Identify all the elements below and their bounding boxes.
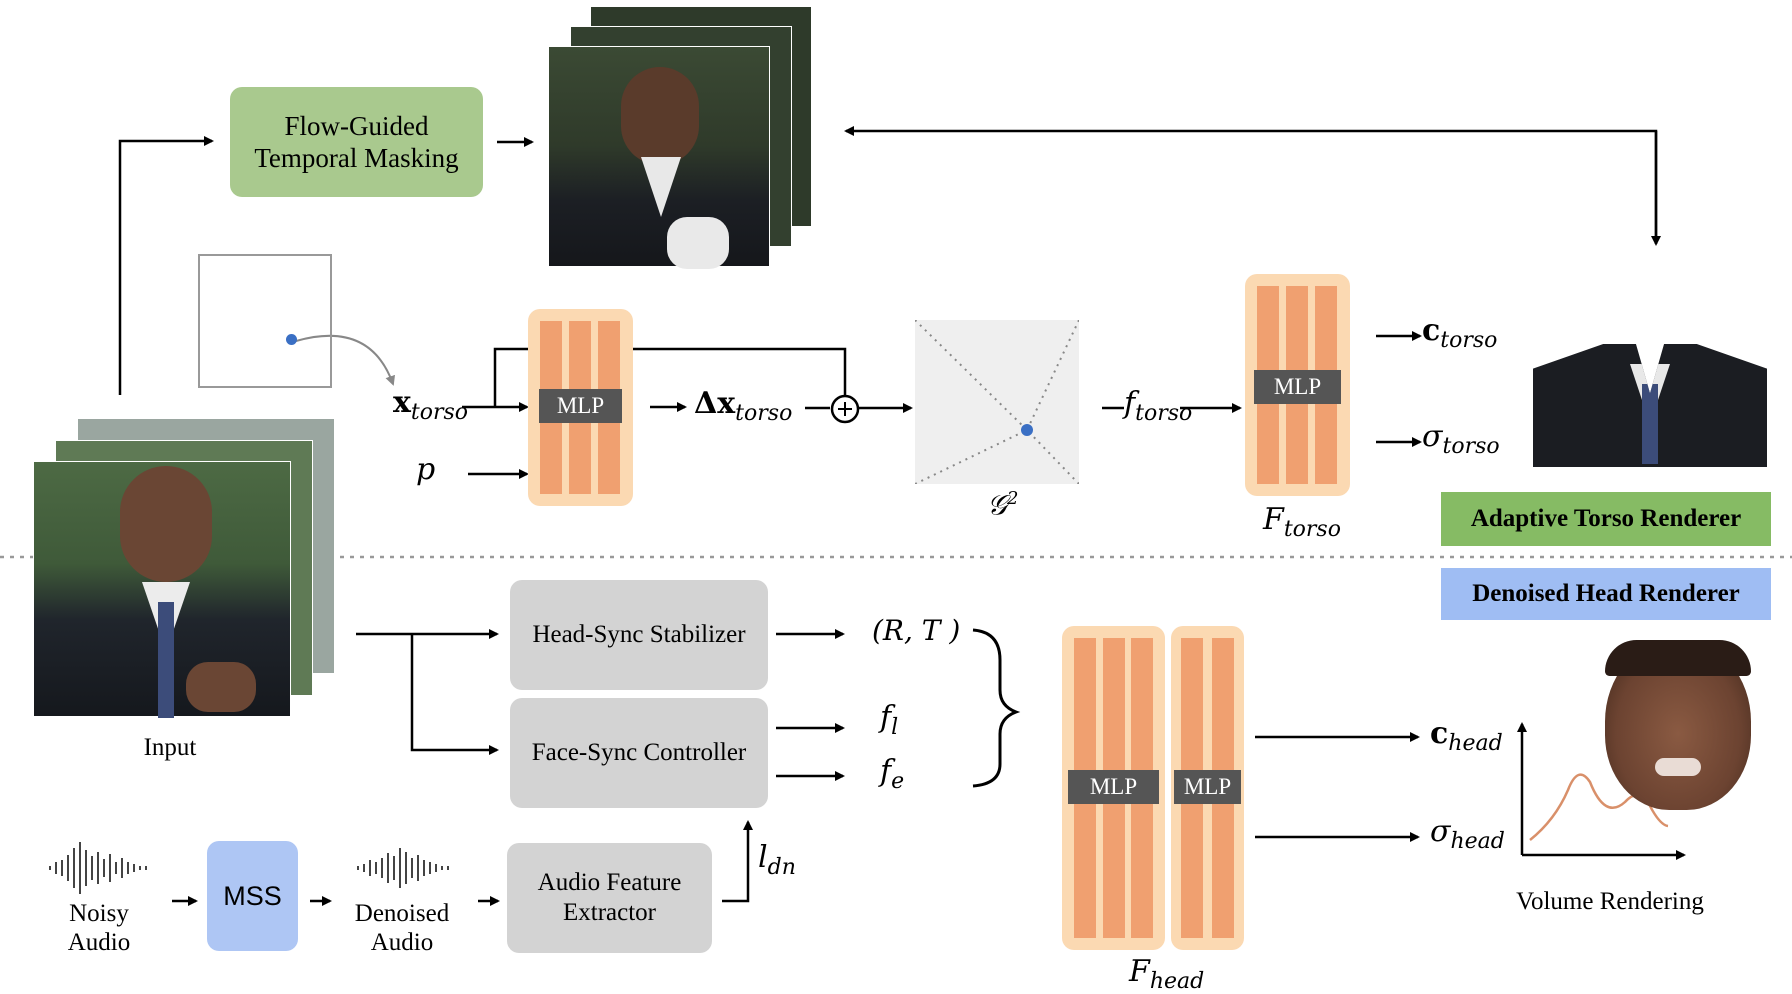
torso-render-mlp-label: MLP (1254, 370, 1341, 404)
denoised-head-renderer-banner: Denoised Head Renderer (1441, 568, 1771, 620)
g2-grid-point (1021, 424, 1033, 436)
sampling-box (198, 254, 332, 388)
f-torso-label: ftorso (1124, 386, 1193, 426)
face-sync-controller-box: Face-Sync Controller (510, 698, 768, 808)
sigma-head-label: σhead (1430, 814, 1505, 854)
torso-deform-mlp: MLP (528, 309, 633, 506)
volume-rendering-label: Volume Rendering (1516, 888, 1704, 915)
arrow-input-to-facesync (410, 634, 499, 755)
c-head-label: chead (1430, 716, 1503, 756)
c-torso-label: ctorso (1422, 313, 1498, 353)
g2-label: 𝒢2 (987, 488, 1019, 522)
f-e-label: fe (880, 754, 905, 794)
delta-x-torso-label: Δxtorso (694, 386, 793, 426)
rendered-head-image (1605, 640, 1751, 810)
denoised-audio-waveform-icon (357, 848, 449, 888)
skip-connection (493, 347, 847, 407)
F-torso-label: Ftorso (1263, 502, 1341, 542)
adaptive-torso-renderer-banner: Adaptive Torso Renderer (1441, 492, 1771, 546)
input-frame-head (120, 466, 212, 582)
p-label: p (416, 452, 436, 487)
sampling-arrow (295, 334, 395, 386)
f-l-label: fl (880, 700, 899, 740)
brace (972, 628, 1021, 788)
sigma-torso-label: σtorso (1422, 419, 1500, 459)
flow-guided-temporal-masking-box: Flow-Guided Temporal Masking (230, 87, 483, 197)
masked-frame-front (548, 46, 770, 269)
denoised-audio-label: Denoised Audio (354, 900, 450, 956)
plus-circle-icon (830, 394, 860, 424)
l-dn-label: ldn (758, 840, 796, 880)
RT-label: (R, T ) (872, 614, 961, 647)
x-torso-label: xtorso (393, 385, 469, 425)
input-frame-front (33, 461, 291, 718)
masked-frame-head (621, 67, 699, 165)
torso-render-mlp: MLP (1245, 274, 1350, 496)
noisy-audio-label: Noisy Audio (67, 900, 131, 956)
arrow-feedback-to-frames (844, 126, 1658, 240)
masked-frame-collar (641, 157, 681, 217)
audio-feature-extractor-box: Audio Feature Extractor (507, 843, 712, 953)
input-frame-tie (158, 602, 174, 718)
torso-deform-mlp-label: MLP (539, 389, 622, 423)
mss-box: MSS (207, 841, 298, 951)
F-head-label: Fhead (1129, 954, 1205, 994)
head-mlp-right-label: MLP (1174, 770, 1241, 804)
density-curve (1529, 773, 1669, 841)
head-mlp-left-label: MLP (1068, 770, 1159, 804)
masked-frame-hand (667, 217, 729, 269)
arrow-input-to-flow (118, 136, 214, 395)
input-frame-hand (186, 662, 256, 712)
noisy-audio-waveform-icon (49, 842, 147, 894)
g2-grid (915, 320, 1079, 484)
sampling-point (286, 334, 297, 345)
input-label: Input (143, 734, 197, 761)
arrow-extractor-to-facesync (722, 820, 753, 903)
head-sync-stabilizer-box: Head-Sync Stabilizer (510, 580, 768, 690)
